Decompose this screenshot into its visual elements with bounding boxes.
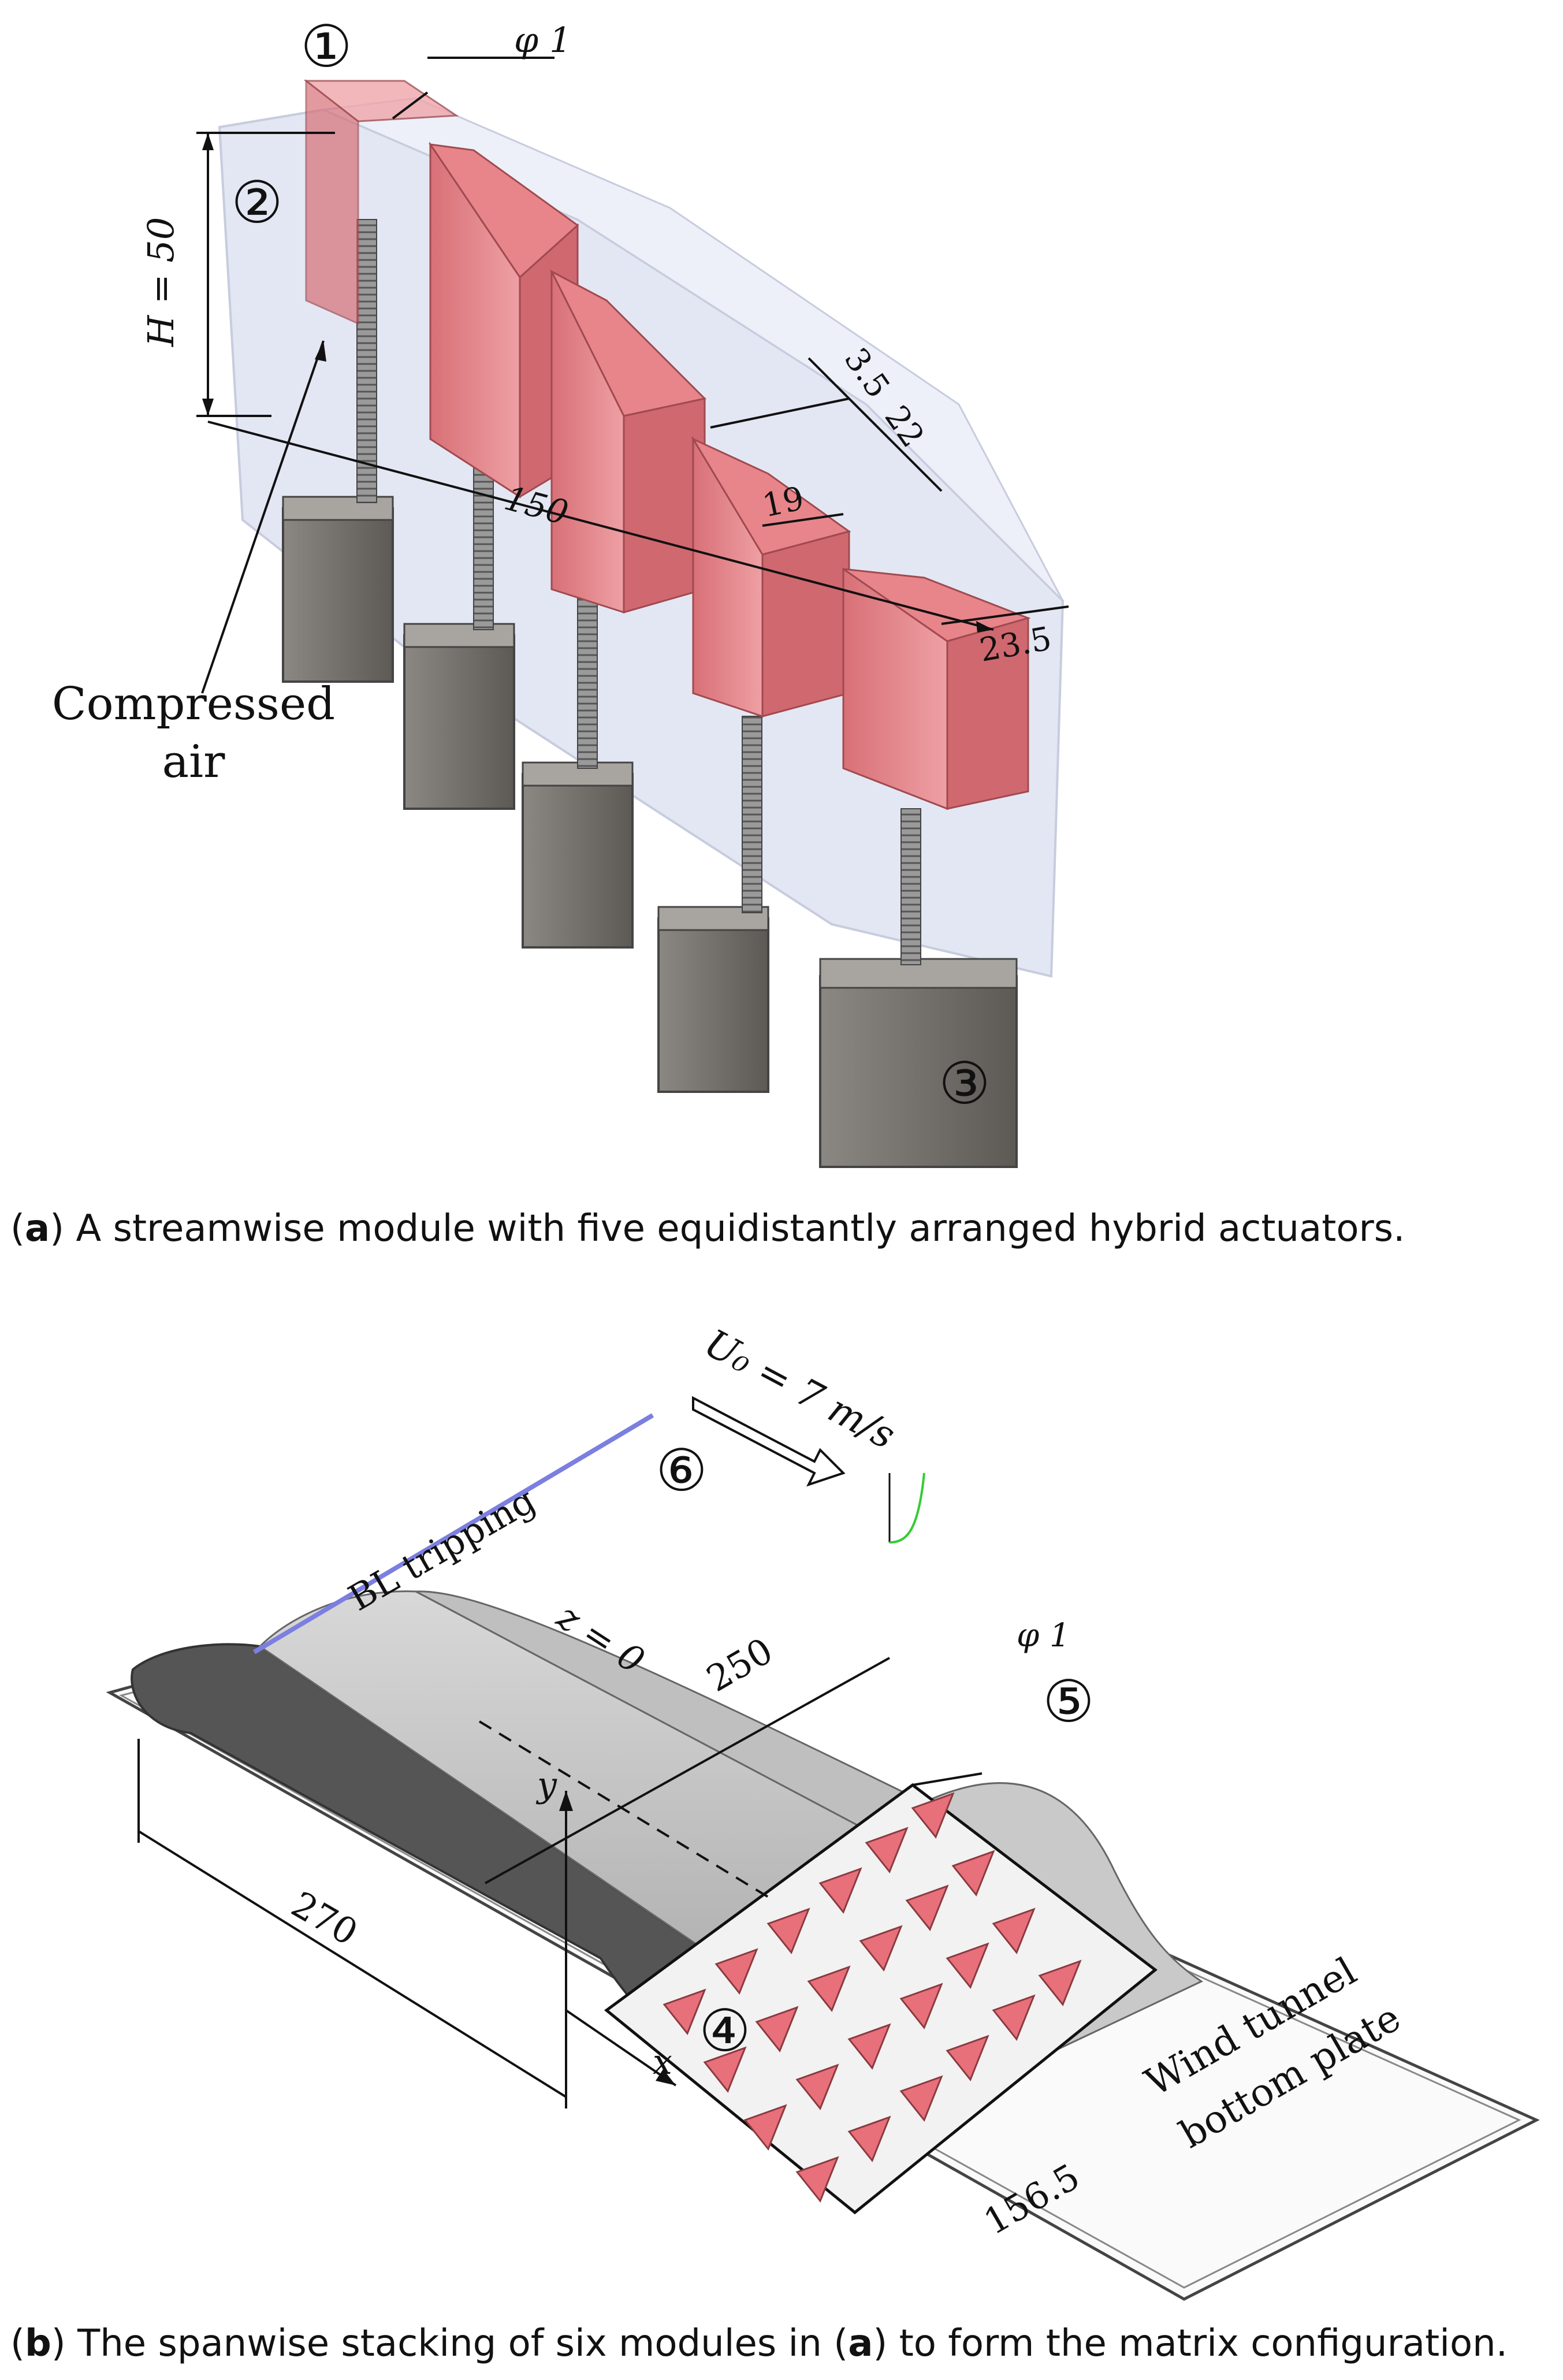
- module-illustration: ① ② ③ φ 1 H = 50 150 3.5 22 19 23.5 Comp…: [52, 13, 1069, 1168]
- motor-4: [657, 906, 769, 1093]
- motor-5: [819, 958, 1018, 1168]
- label-diameter-a: φ 1: [514, 20, 571, 61]
- caption-b-mid: ) The spanwise stacking of six modules i…: [51, 2322, 849, 2365]
- caption-a-letter: a: [24, 1207, 50, 1250]
- axis-x-label: x: [653, 2042, 672, 2082]
- motor-3: [522, 761, 634, 949]
- callout-6: ⑥: [656, 1437, 708, 1504]
- bl-tripping-line: [252, 1413, 654, 1654]
- callout-4: ④: [699, 1997, 751, 2065]
- axis-y-label: y: [535, 1765, 557, 1805]
- motor-1: [282, 496, 394, 683]
- callout-1: ①: [300, 13, 352, 80]
- caption-a: (a) A streamwise module with five equidi…: [10, 1207, 1405, 1250]
- actuator-grid: [663, 1792, 1082, 2203]
- label-250: 250: [699, 1630, 780, 1700]
- caption-b-ref: a: [848, 2322, 873, 2365]
- caption-a-text: A streamwise module with five equidistan…: [64, 1207, 1405, 1250]
- caption-b: (b) The spanwise stacking of six modules…: [10, 2322, 1508, 2365]
- arrow-heads: [202, 133, 993, 633]
- label-height: H = 50: [140, 217, 182, 347]
- callout-3: ③: [939, 1050, 991, 1117]
- actuator-5: [842, 567, 1031, 810]
- flexible-surface: [604, 1783, 1158, 2215]
- velocity-arrow: [692, 1396, 925, 1544]
- label-air: air: [162, 736, 225, 788]
- label-270: 270: [285, 1883, 365, 1954]
- dimension-lines-b: [137, 1657, 983, 2108]
- caption-b-end: ) to form the matrix configuration.: [873, 2322, 1508, 2365]
- callout-2: ②: [231, 169, 283, 236]
- label-compressed: Compressed: [52, 678, 335, 730]
- label-diameter-b: φ 1: [1017, 1617, 1070, 1654]
- matrix-illustration: U₀ = 7 m/s BL tripping z = 0 250 270 156…: [106, 1321, 1540, 2301]
- actuator-1: [303, 79, 459, 325]
- arrow-heads-b: [559, 1791, 676, 2085]
- dimension-lines: [196, 57, 1069, 694]
- label-width: 19: [759, 479, 807, 525]
- motors: [282, 496, 1018, 1168]
- caption-b-prefix: (: [10, 2322, 25, 2365]
- label-velocity: U₀ = 7 m/s: [697, 1321, 902, 1457]
- actuator-4: [691, 436, 851, 718]
- callout-5: ⑤: [1043, 1668, 1095, 1735]
- motor-2: [403, 623, 515, 810]
- panel-b: U₀ = 7 m/s BL tripping z = 0 250 270 156…: [0, 1288, 1563, 2380]
- panel-a: ① ② ③ φ 1 H = 50 150 3.5 22 19 23.5 Comp…: [10, 13, 1405, 1250]
- caption-b-letter: b: [24, 2322, 51, 2365]
